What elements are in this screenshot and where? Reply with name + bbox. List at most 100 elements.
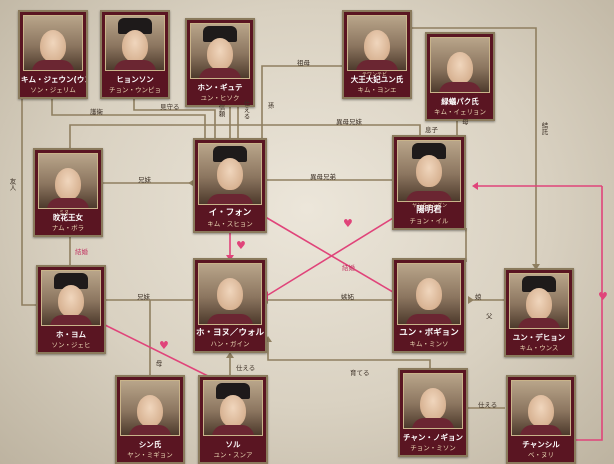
card-noksu: 緑蟻パク氏 キム・イェリョン — [425, 32, 495, 121]
line-ibo-kyoudai — [69, 124, 421, 148]
heart-icon: ♥ — [598, 290, 608, 303]
actor-name: ベ・ヌリ — [528, 451, 554, 459]
relation-label: 結婚 — [75, 248, 88, 256]
line-mimamoru — [133, 96, 216, 138]
portrait-image — [198, 263, 262, 325]
card-jangsil: チャンシル ベ・ヌリ — [506, 375, 576, 464]
portrait-image — [430, 37, 490, 93]
line-sodateru — [267, 342, 431, 368]
card-yun-daehyung: ユン・デヒョン キム・ウンス — [504, 268, 574, 357]
line-goei — [51, 96, 206, 138]
character-name: イ・フォン — [208, 208, 252, 218]
relation-label: 結婚 — [342, 264, 355, 272]
card-yun-bogyeong: ユン・ボギョン キム・ミンソ — [392, 258, 466, 353]
character-name: ヒョンソン — [116, 75, 154, 84]
line-yujin — [21, 96, 38, 306]
line-pink-sol-yeom — [104, 324, 213, 379]
relation-label: 護衛 — [90, 108, 103, 116]
character-name: 緑蟻パク氏 — [441, 97, 479, 106]
relation-label: 異母兄妹 — [336, 118, 362, 126]
card-jang-nokyeong: チャン・ノギョン チョン・ミソン — [398, 368, 468, 457]
actor-name: キム・ミンソ — [409, 340, 449, 348]
relation-label: 祖母 — [297, 59, 310, 67]
actor-name: キム・スヒョン — [207, 220, 253, 228]
relation-label: 孫 — [266, 102, 274, 109]
heart-icon: ♥ — [236, 239, 246, 252]
character-name: ホン・ギュテ — [197, 83, 243, 92]
actor-name: ヤン・ミギョン — [127, 451, 173, 459]
heart-icon: ♥ — [343, 217, 353, 230]
character-name: キム・ジェウン(ウン) — [21, 75, 86, 84]
character-name: 陽明君 — [416, 205, 442, 215]
portrait-image — [120, 380, 180, 436]
relation-label: 友人 — [8, 178, 16, 191]
line-ketaku — [412, 27, 537, 270]
relation-label: 育てる — [350, 369, 370, 377]
actor-name: キム・ウンス — [519, 344, 559, 352]
portrait-image — [403, 373, 463, 429]
relation-label: 兄妹 — [138, 176, 151, 184]
character-name: 旼花王女 — [53, 213, 83, 222]
heart-icon: ♥ — [159, 339, 169, 352]
line-pink-jangsil — [570, 186, 603, 441]
relation-label: 息子 — [425, 126, 438, 134]
relation-label: 兄妹 — [137, 293, 150, 301]
ruby-text: ヤンミョングン — [412, 203, 448, 209]
relation-label: 母 — [154, 360, 162, 367]
portrait-image — [38, 153, 98, 209]
relation-label: 仕える — [242, 100, 250, 120]
actor-name: キム・イェリョン — [434, 108, 486, 116]
portrait-image — [190, 23, 250, 79]
card-yangmyung: ヤンミョングン 陽明君 チョン・イル — [392, 135, 466, 230]
card-minhwa: ミヌ 旼花王女 ナム・ボラ — [33, 148, 103, 237]
actor-name: チョン・イル — [409, 217, 449, 225]
actor-name: ユン・ヒソク — [200, 94, 240, 102]
portrait-image — [198, 143, 262, 205]
character-name: シン氏 — [138, 440, 162, 449]
card-sol: ソル ユン・スンア — [198, 375, 268, 464]
character-name: ホ・ヨヌ／ウォル — [196, 328, 265, 338]
character-name: ソル — [225, 440, 241, 449]
portrait-image — [347, 15, 407, 71]
actor-name: チョン・ウンピョ — [109, 86, 161, 94]
actor-name: ユン・スンア — [213, 451, 253, 459]
ruby-text: テワンテビ — [362, 72, 388, 78]
card-lee-hwon: イ・フォン キム・スヒョン — [193, 138, 267, 233]
actor-name: ナム・ボラ — [51, 224, 85, 232]
line-sofu — [261, 65, 345, 138]
ruby-text: ミヌ — [59, 210, 70, 216]
relation-label: 父 — [486, 312, 493, 320]
portrait-image — [41, 270, 101, 326]
portrait-image — [105, 15, 165, 71]
card-hong-gyutae: ホン・ギュテ ユン・ヒソク — [185, 18, 255, 107]
card-ho-yeonwoo: ホ・ヨヌ／ウォル ハン・ガイン — [193, 258, 267, 353]
actor-name: ソン・ジェリム — [30, 86, 76, 94]
card-kim-jaewoon: キム・ジェウン(ウン) ソン・ジェリム — [18, 10, 88, 99]
relation-label: 見守る — [160, 103, 180, 111]
portrait-image — [397, 140, 461, 202]
relation-label: 異母兄弟 — [310, 173, 336, 181]
card-shin: シン氏 ヤン・ミギョン — [115, 375, 185, 464]
character-name: チャンシル — [522, 440, 560, 449]
actor-name: ハン・ガイン — [210, 340, 250, 348]
relation-label: 娘 — [475, 293, 482, 301]
character-name: チャン・ノギョン — [403, 433, 463, 442]
line-pink-hwon-bogyeong — [261, 214, 399, 296]
character-name: ユン・デヒョン — [512, 333, 566, 342]
card-queen-yun: テワンテビ 大王大妃ユン氏 キム・ヨンエ — [342, 10, 412, 99]
portrait-image — [511, 380, 571, 436]
portrait-image — [203, 380, 263, 436]
portrait-image — [397, 263, 461, 325]
portrait-image — [23, 15, 83, 71]
relation-label: 信頼 — [217, 104, 225, 117]
line-pink-yang-yeonwoo — [267, 214, 399, 296]
portrait-image — [509, 273, 569, 329]
relation-label: 仕える — [478, 401, 498, 409]
relation-label: 仕える — [236, 364, 256, 372]
relation-label: 母 — [462, 118, 469, 126]
relation-label: 嫉妬 — [341, 293, 354, 301]
actor-name: ソン・ジェヒ — [51, 341, 91, 349]
card-hyeonson: ヒョンソン チョン・ウンピョ — [100, 10, 170, 99]
actor-name: キム・ヨンエ — [357, 86, 397, 94]
